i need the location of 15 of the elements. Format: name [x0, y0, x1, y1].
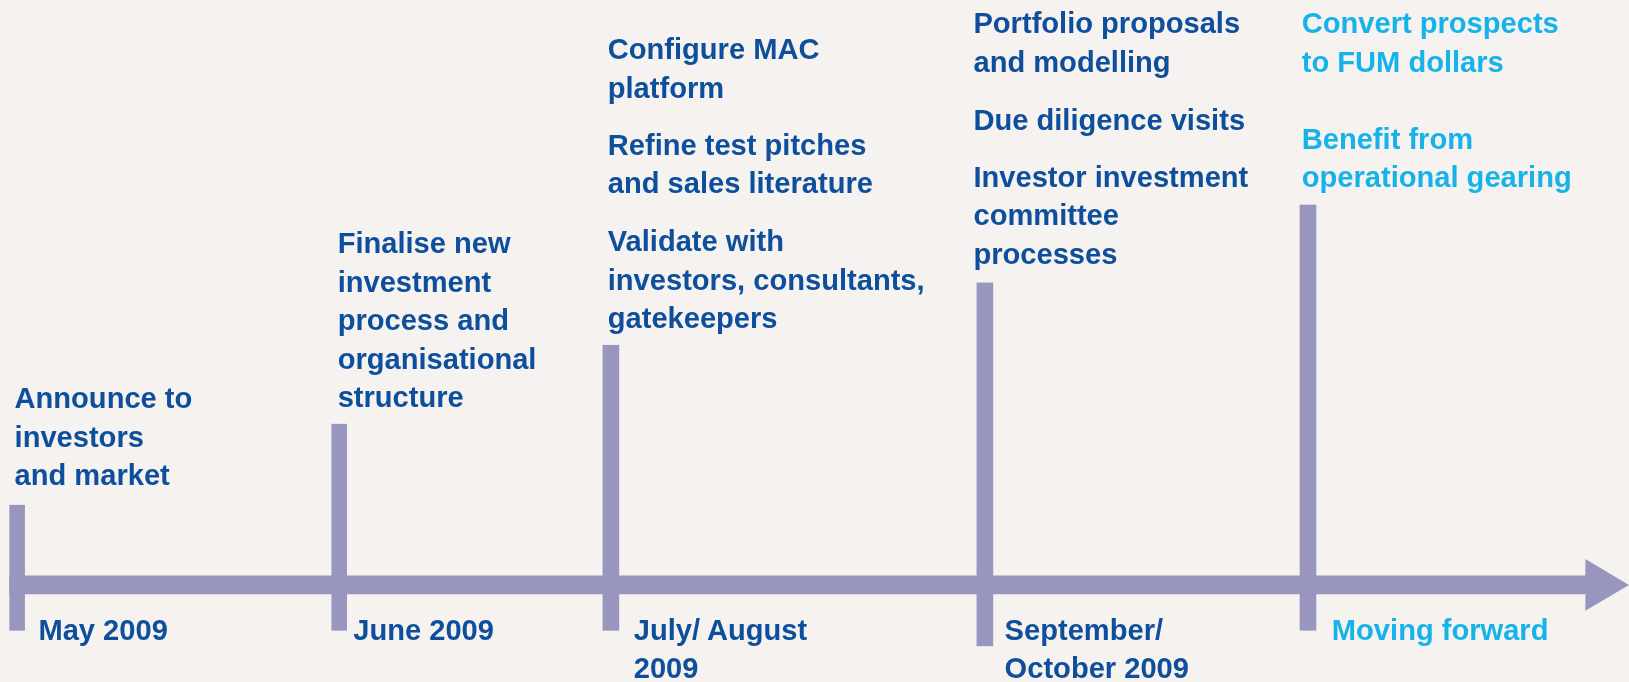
- date-label: May 2009: [38, 613, 168, 649]
- milestone-text: Configure MAC platform: [607, 32, 820, 106]
- milestone-text: Investor investment committee processes: [973, 160, 1249, 273]
- date-label: September/ October 2009: [1004, 613, 1189, 682]
- milestone-text: Finalise new investment process and organisational structure: [337, 226, 537, 416]
- milestone-text: Portfolio proposals and modelling: [973, 6, 1241, 80]
- date-label: July/ August 2009: [633, 613, 808, 682]
- milestone-text: Benefit from operational gearing: [1301, 121, 1572, 196]
- milestone-text: Refine test pitches and sales literature: [607, 127, 873, 202]
- date-label: Moving forward: [1331, 613, 1549, 649]
- milestone-text: Announce to investors and market: [14, 381, 193, 494]
- milestone-text: Convert prospects to FUM dollars: [1301, 6, 1559, 80]
- milestone-text: Due diligence visits: [973, 102, 1246, 139]
- date-label: June 2009: [353, 613, 494, 649]
- milestone-text: Validate with investors, consultants, gatekeepers: [607, 224, 925, 337]
